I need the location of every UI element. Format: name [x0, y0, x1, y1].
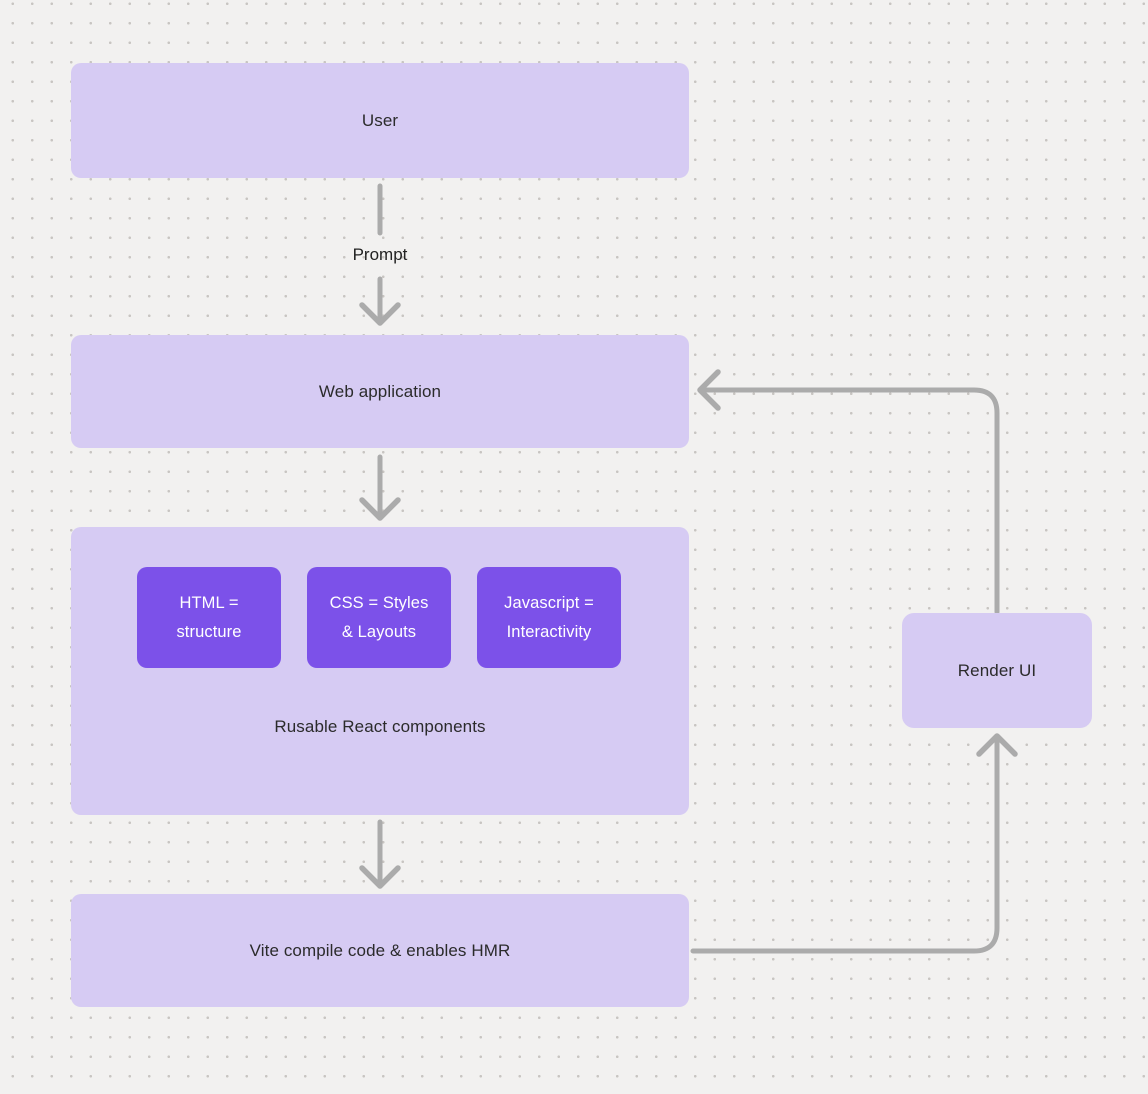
edge-render-to-webapp-arrowhead — [697, 369, 721, 411]
node-user-label: User — [361, 110, 399, 130]
card-html-line2: structure — [176, 622, 242, 641]
node-web-application-label: Web application — [318, 381, 442, 401]
node-web-application: Web application — [71, 335, 689, 448]
node-render-ui: Render UI — [902, 613, 1092, 728]
card-html: HTML = structure — [137, 567, 281, 668]
edge-label-prompt: Prompt — [352, 245, 408, 264]
card-javascript-line1: Javascript = — [504, 593, 594, 612]
card-javascript: Javascript = Interactivity — [477, 567, 621, 668]
node-components-group: HTML = structure CSS = Styles & Layouts … — [71, 527, 689, 815]
card-css-line2: & Layouts — [341, 622, 417, 641]
card-css: CSS = Styles & Layouts — [307, 567, 451, 668]
node-vite: Vite compile code & enables HMR — [71, 894, 689, 1007]
node-components-label: Rusable React components — [274, 717, 486, 736]
node-user: User — [71, 63, 689, 178]
node-vite-label: Vite compile code & enables HMR — [249, 940, 511, 960]
card-javascript-line2: Interactivity — [506, 622, 592, 641]
card-css-line1: CSS = Styles — [329, 593, 429, 612]
components-cards-row: HTML = structure CSS = Styles & Layouts … — [137, 567, 621, 668]
edge-render-to-webapp-line — [697, 387, 1000, 615]
node-render-ui-label: Render UI — [957, 660, 1037, 680]
edge-prompt-to-webapp-arrowhead — [359, 302, 401, 326]
edge-webapp-to-components-arrowhead — [359, 497, 401, 521]
edge-vite-to-render-line — [690, 734, 1000, 954]
edge-components-to-vite-arrowhead — [359, 865, 401, 889]
edge-vite-to-render-arrowhead — [976, 733, 1018, 757]
card-html-line1: HTML = — [179, 593, 239, 612]
